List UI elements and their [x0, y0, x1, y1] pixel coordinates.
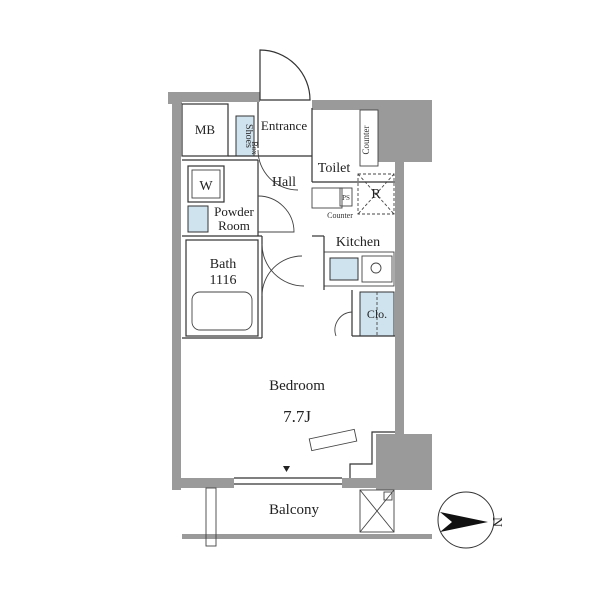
balcony-label: Balcony	[269, 502, 319, 518]
toilet-label: Toilet	[318, 161, 351, 176]
bath-size-label: 1116	[210, 273, 237, 288]
entrance-label: Entrance	[261, 118, 307, 133]
counter-toilet-label: Counter	[361, 126, 371, 155]
washer-label: W	[199, 179, 213, 194]
refrigerator-label: R	[371, 187, 381, 202]
walls	[168, 92, 432, 539]
bedroom-size-label: 7.7J	[283, 407, 311, 426]
shoes-box-label: Shoes	[243, 124, 254, 148]
ps-label: PS	[342, 194, 350, 202]
room-labels: MB Shoes Box Entrance Toilet Counter Hal…	[195, 118, 387, 518]
kitchen-label: Kitchen	[336, 235, 380, 250]
bath-label: Bath	[210, 257, 236, 272]
compass-north-label: N	[489, 517, 504, 527]
bedroom-label: Bedroom	[269, 378, 325, 394]
hall-label: Hall	[272, 175, 296, 190]
compass: N	[437, 491, 504, 549]
powder-room-label-2: Room	[218, 218, 250, 233]
mb-label: MB	[195, 122, 216, 137]
counter-hall-label: Counter	[327, 211, 353, 220]
balcony-window	[205, 466, 395, 547]
doors	[257, 49, 353, 337]
shoes-box-label-2: Box	[250, 141, 259, 154]
powder-room-label: Powder	[214, 204, 254, 219]
partitions	[181, 102, 395, 478]
closet-label: Clo.	[367, 307, 387, 321]
compass-needle-icon	[440, 512, 488, 532]
